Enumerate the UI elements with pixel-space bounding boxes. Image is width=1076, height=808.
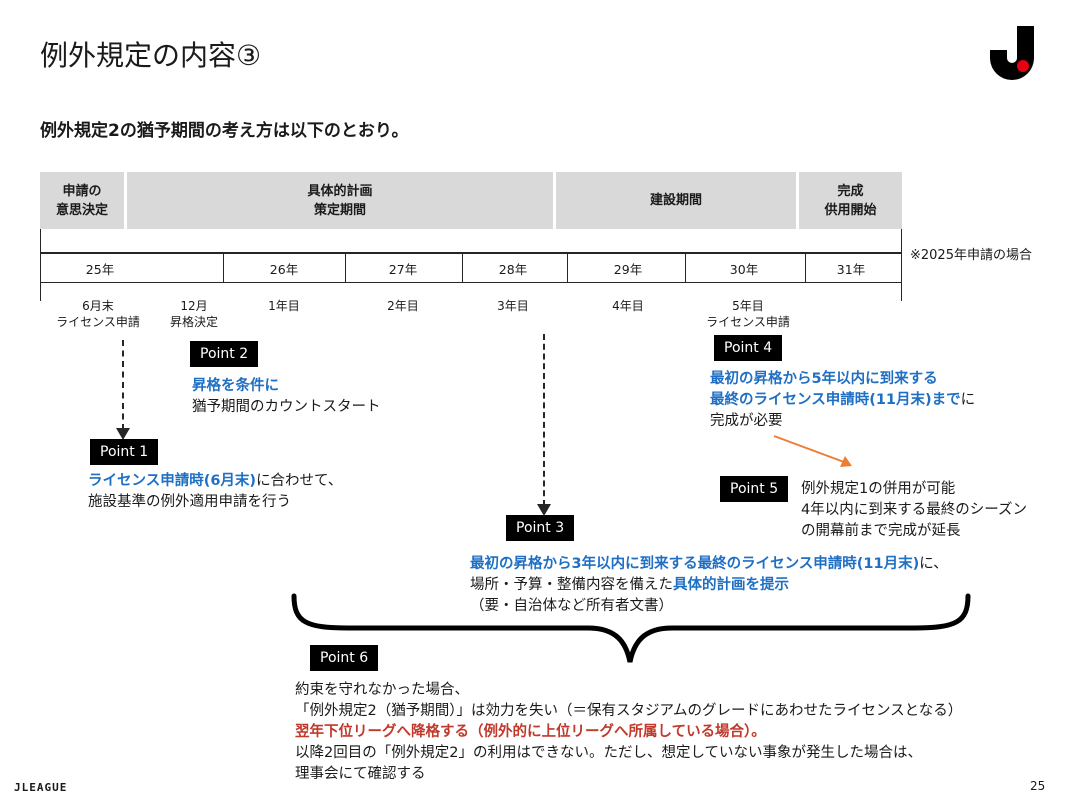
point-6-warning: 翌年下位リーグへ降格する（例外的に上位リーグへ所属している場合）。: [295, 724, 766, 740]
marker-year-1: 1年目: [268, 299, 300, 313]
point-4-line1: に: [960, 392, 976, 408]
point-1-highlight: ライセンス申請時(6月末): [88, 473, 257, 489]
point-1-label: Point 1: [90, 439, 159, 465]
orange-arrow-icon: [773, 435, 852, 467]
year-label: 29年: [613, 262, 643, 277]
point-5-label: Point 5: [720, 476, 789, 502]
arrow-head-icon: [537, 504, 551, 516]
point-6-line1: 約束を守れなかった場合、: [295, 682, 469, 698]
point-4-label: Point 4: [714, 335, 783, 361]
year-label: 27年: [388, 262, 418, 277]
marker-year-5-license: 5年目 ライセンス申請: [706, 299, 790, 329]
dashed-arrow-point3: [543, 334, 545, 506]
point-6-text: 約束を守れなかった場合、 「例外規定2（猶予期間）」は効力を失い（＝保有スタジア…: [295, 680, 962, 785]
point-1-text: ライセンス申請時(6月末)に合わせて、 施設基準の例外適用申請を行う: [88, 471, 342, 513]
year-label: 26年: [269, 262, 299, 277]
curly-brace-icon: [291, 593, 971, 663]
year-label: 31年: [836, 262, 866, 277]
phase-construction: 建設期間: [556, 172, 796, 229]
point-3-highlight: 最初の昇格から3年以内に到来する最終のライセンス申請時(11月末): [470, 556, 920, 572]
point-3-text: 最初の昇格から3年以内に到来する最終のライセンス申請時(11月末)に、 場所・予…: [470, 554, 948, 617]
marker-year-3: 3年目: [497, 299, 529, 313]
point-6-line2: 「例外規定2（猶予期間）」は効力を失い（＝保有スタジアムのグレードにあわせたライ…: [295, 703, 963, 719]
dashed-arrow-point1: [122, 340, 124, 430]
point-1-line2: 施設基準の例外適用申請を行う: [88, 494, 291, 510]
timeline-line-top: [40, 252, 902, 254]
marker-year-4: 4年目: [612, 299, 644, 313]
timeline-note: ※2025年申請の場合: [910, 248, 1032, 263]
year-divider: [805, 254, 806, 282]
year-divider: [345, 254, 346, 282]
marker-year-2: 2年目: [387, 299, 419, 313]
point-2-text: 昇格を条件に 猶予期間のカウントスタート: [192, 376, 381, 418]
point-3-line1: に、: [919, 556, 948, 572]
point-2-highlight: 昇格を条件に: [192, 378, 279, 394]
timeline-line-bottom: [40, 282, 902, 283]
point-5-line1: 例外規定1の併用が可能: [801, 481, 956, 497]
year-label: 28年: [498, 262, 528, 277]
phase-application-decision: 申請の 意思決定: [40, 172, 124, 229]
timeline-edge-left: [40, 229, 41, 301]
phase-completion: 完成 供用開始: [799, 172, 902, 229]
point-2-label: Point 2: [190, 341, 259, 367]
point-4-line2: 完成が必要: [710, 413, 783, 429]
marker-license-application: 6月末 ライセンス申請: [56, 299, 140, 329]
section-subtitle: 例外規定2の猶予期間の考え方は以下のとおり。: [40, 121, 409, 141]
point-4-highlight-2: 最終のライセンス申請時(11月末)まで: [710, 392, 961, 408]
point-5-line3: の開幕前まで完成が延長: [801, 523, 961, 539]
point-2-line1: 猶予期間のカウントスタート: [192, 399, 381, 415]
point-5-text: 例外規定1の併用が可能 4年以内に到来する最終のシーズン の開幕前まで完成が延長: [801, 479, 1027, 542]
point-4-text: 最初の昇格から5年以内に到来する 最終のライセンス申請時(11月末)までに 完成…: [710, 369, 975, 432]
point-6-line3: 以降2回目の「例外規定2」の利用はできない。ただし、想定していない事象が発生した…: [295, 745, 923, 761]
point-3-line3: （要・自治体など所有者文書）: [470, 598, 673, 614]
point-3-label: Point 3: [506, 515, 575, 541]
page-number: 25: [1030, 779, 1046, 793]
year-label: 25年: [85, 262, 115, 277]
point-3-line2: 場所・予算・整備内容を備えた: [470, 577, 673, 593]
point-6-label: Point 6: [310, 645, 379, 671]
point-1-line1: に合わせて、: [256, 473, 343, 489]
arrow-head-icon: [116, 428, 130, 440]
year-divider: [223, 254, 224, 282]
year-label: 30年: [729, 262, 759, 277]
phase-planning: 具体的計画 策定期間: [127, 172, 553, 229]
point-3-highlight-2: 具体的計画を提示: [673, 577, 789, 593]
point-6-line4: 理事会にて確認する: [295, 766, 426, 782]
jleague-logo-icon: [990, 26, 1034, 80]
page-title: 例外規定の内容③: [40, 39, 262, 72]
point-4-highlight-1: 最初の昇格から5年以内に到来する: [710, 371, 938, 387]
timeline-edge-right: [901, 229, 902, 301]
footer-brand: JLEAGUE: [14, 781, 68, 794]
year-divider: [567, 254, 568, 282]
year-divider: [685, 254, 686, 282]
year-divider: [462, 254, 463, 282]
marker-promotion-decision: 12月 昇格決定: [169, 299, 218, 329]
point-5-line2: 4年以内に到来する最終のシーズン: [801, 502, 1027, 518]
